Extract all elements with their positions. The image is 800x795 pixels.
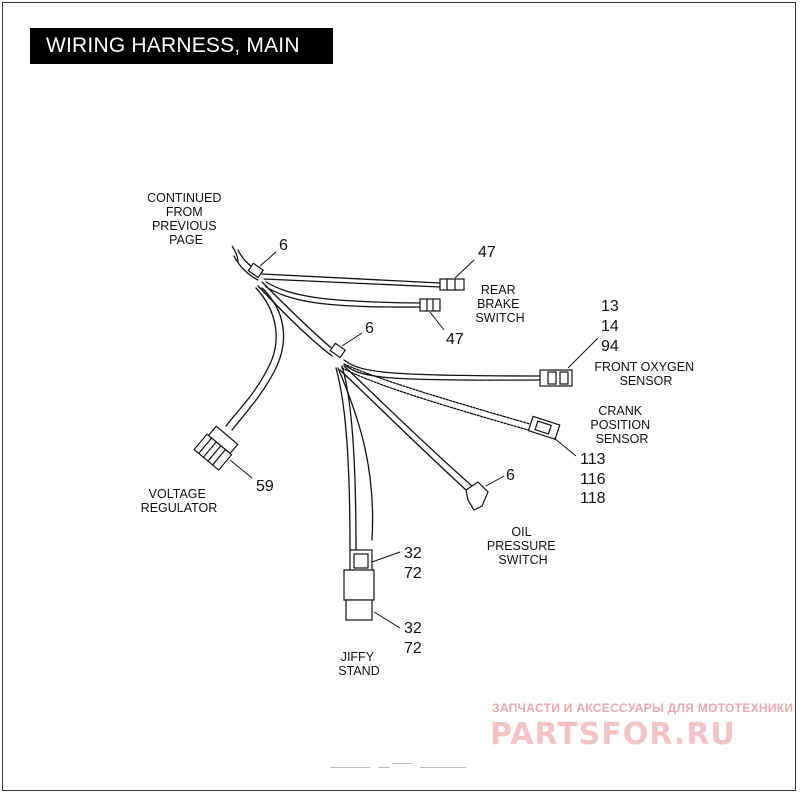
label-crank-position-sensor: CRANK POSITION SENSOR xyxy=(590,404,653,446)
callout-oxygen: 13 14 94 xyxy=(601,298,623,355)
wire-jiffy xyxy=(335,367,351,551)
callout-jiffy-lower: 32 72 xyxy=(404,620,426,657)
leader-oil xyxy=(485,475,505,487)
brake-connector-upper xyxy=(439,278,465,291)
clip-mid xyxy=(329,342,347,359)
wire-brake-upper xyxy=(263,278,441,288)
wire-brake-upper xyxy=(261,273,441,284)
callout-clip-top: 6 xyxy=(279,237,288,254)
leader-crank xyxy=(553,437,577,457)
leader-oxygen xyxy=(567,337,599,369)
leader-clip-top xyxy=(259,251,277,267)
label-front-oxygen-sensor: FRONT OXYGEN SENSOR xyxy=(594,360,697,388)
callout-oil: 6 xyxy=(506,467,515,484)
label-continued: CONTINUED FROM PREVIOUS PAGE xyxy=(147,191,225,247)
clip-top xyxy=(231,245,265,279)
scan-marks xyxy=(330,763,466,768)
label-voltage-regulator: VOLTAGE REGULATOR xyxy=(141,487,218,515)
page-title: WIRING HARNESS, MAIN xyxy=(30,28,333,64)
watermark-subtitle: ЗАПЧАСТИ И АКСЕССУАРЫ ДЛЯ МОТОТЕХНИКИ xyxy=(492,701,793,715)
leader-brake-upper xyxy=(454,259,475,279)
wire-oxygen xyxy=(343,359,541,377)
leader-jiffy-lower xyxy=(373,611,401,629)
wire-oxygen xyxy=(343,363,541,381)
harness-trunk-mid xyxy=(261,281,337,353)
callout-brake-upper: 47 xyxy=(478,244,496,261)
leader-brake-lower xyxy=(429,311,445,331)
wire-regulator xyxy=(231,287,285,431)
wire-crank xyxy=(343,363,531,425)
wire-regulator xyxy=(225,287,277,427)
jiffy-connector xyxy=(343,549,375,621)
wire-jiffy xyxy=(341,365,357,551)
harness-trunk-mid xyxy=(257,285,333,357)
wire-brake-lower xyxy=(265,286,421,308)
label-jiffy-stand: JIFFY STAND xyxy=(338,650,379,678)
regulator-connector xyxy=(193,425,239,471)
callout-regulator: 59 xyxy=(256,478,274,495)
callout-jiffy-upper: 32 72 xyxy=(404,545,426,582)
wire-crank xyxy=(341,367,529,431)
callout-clip-mid: 6 xyxy=(365,320,374,337)
oil-switch-connector xyxy=(465,481,489,511)
leader-clip-mid xyxy=(341,332,363,347)
wire-brake-lower xyxy=(265,281,421,304)
leader-regulator xyxy=(229,459,253,479)
callout-brake-lower: 47 xyxy=(446,331,464,348)
crank-connector xyxy=(527,415,561,441)
oxygen-connector xyxy=(539,369,573,387)
brake-connector-lower xyxy=(419,298,441,312)
callout-crank: 113 116 118 xyxy=(580,451,610,507)
leader-jiffy-upper xyxy=(371,551,401,563)
wire-jiffy-extra xyxy=(337,367,374,541)
wire-oil xyxy=(339,369,467,491)
label-oil-pressure-switch: OIL PRESSURE SWITCH xyxy=(487,525,559,567)
label-rear-brake-switch: REAR BRAKE SWITCH xyxy=(475,283,524,325)
wire-oil xyxy=(343,365,473,487)
harness-trunk xyxy=(233,255,259,281)
watermark-brand: PARTSFOR.RU xyxy=(490,717,736,752)
